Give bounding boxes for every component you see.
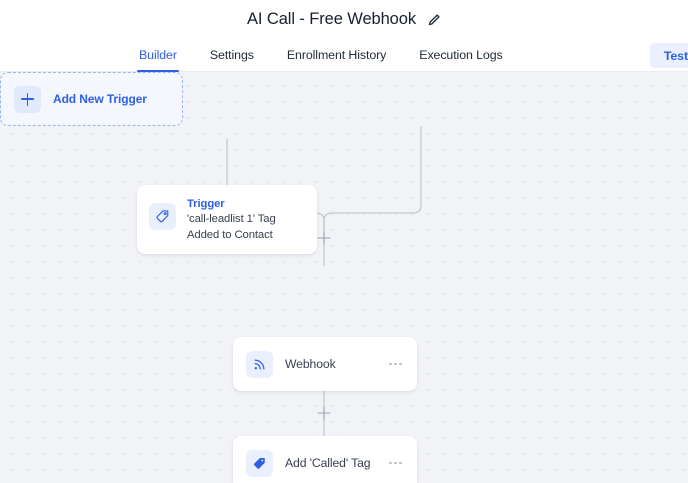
plus-icon [14,85,41,113]
tag-outline-icon [149,203,176,230]
add-step-button-after-webhook[interactable] [317,406,331,420]
tab-bar: Builder Settings Enrollment History Exec… [0,39,688,72]
trigger-description: 'call-leadlist 1' Tag Added to Contact [187,213,276,241]
tab-builder[interactable]: Builder [137,39,179,72]
connector-lines [226,126,422,466]
page-header: AI Call - Free Webhook [0,0,688,39]
trigger-card[interactable]: Trigger 'call-leadlist 1' Tag Added to C… [137,185,317,254]
add-step-button-after-trigger[interactable] [317,231,331,245]
node-webhook-content: Webhook [246,350,336,378]
trigger-text-group: Trigger 'call-leadlist 1' Tag Added to C… [187,196,305,243]
kebab-menu-icon-webhook[interactable] [387,357,404,372]
node-add-called-tag[interactable]: Add 'Called' Tag [233,436,417,483]
node-add-called-tag-label: Add 'Called' Tag [285,456,371,470]
page-title: AI Call - Free Webhook [247,10,416,28]
node-add-called-tag-content: Add 'Called' Tag [246,449,371,477]
add-new-trigger-label: Add New Trigger [53,92,147,106]
kebab-menu-icon-add-called-tag[interactable] [387,456,404,471]
tab-execution-logs[interactable]: Execution Logs [417,39,504,71]
pencil-icon[interactable] [427,13,441,27]
tab-settings[interactable]: Settings [208,39,256,71]
test-button[interactable]: Test [649,43,688,68]
webhook-icon [246,350,273,378]
flow-canvas[interactable]: Trigger 'call-leadlist 1' Tag Added to C… [0,72,688,483]
title-group: AI Call - Free Webhook [247,10,441,29]
trigger-label: Trigger [187,198,225,210]
tag-filled-icon [246,449,273,477]
node-webhook-label: Webhook [285,357,336,371]
tab-enrollment-history[interactable]: Enrollment History [285,39,388,71]
add-new-trigger-card[interactable]: Add New Trigger [0,72,183,126]
node-webhook[interactable]: Webhook [233,337,417,391]
